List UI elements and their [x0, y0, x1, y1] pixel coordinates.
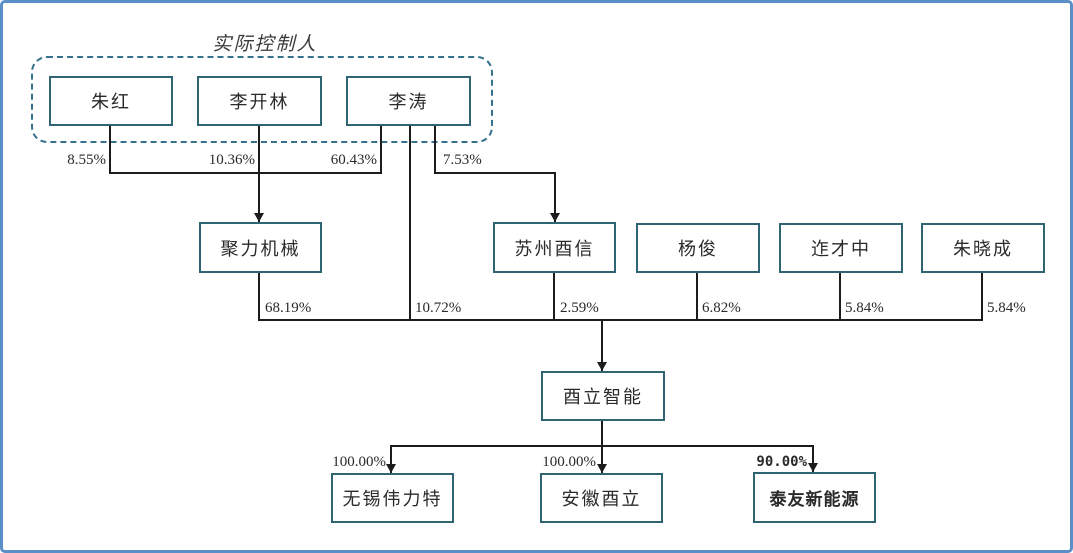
arrow-down-icon: [597, 464, 607, 473]
connector-line: [258, 126, 260, 222]
connector-line: [434, 172, 556, 174]
arrow-down-icon: [597, 362, 607, 371]
arrow-down-icon: [254, 213, 264, 222]
actual-controller-group-frame: [31, 56, 493, 143]
connector-line: [839, 273, 841, 320]
pct-youxin-to-youli: 2.59%: [560, 300, 599, 316]
connector-line: [601, 445, 603, 473]
pct-youli-to-taiyou: 90.00%: [756, 454, 807, 470]
pct-li-tao-to-youli: 10.72%: [415, 300, 462, 316]
node-zhu-xiaocheng: 朱晓成: [921, 223, 1045, 273]
pct-zhu-hong-to-juli: 8.55%: [67, 152, 106, 168]
node-anhui-youli: 安徽酉立: [540, 473, 663, 523]
connector-line: [812, 445, 814, 472]
pct-li-tao-to-youxin: 7.53%: [443, 152, 482, 168]
pct-li-tao-to-juli: 60.43%: [330, 152, 377, 168]
pct-ze-caizhong-to-youli: 5.84%: [845, 300, 884, 316]
connector-line: [258, 273, 260, 320]
actual-controller-title: 实际控制人: [212, 34, 318, 55]
pct-yang-jun-to-youli: 6.82%: [702, 300, 741, 316]
node-ze-caizhong: 迮才中: [779, 223, 903, 273]
connector-line: [553, 273, 555, 320]
node-taiyou-xinnengyuan: 泰友新能源: [753, 472, 876, 523]
connector-line: [390, 445, 392, 473]
connector-line: [696, 273, 698, 320]
connector-line: [981, 273, 983, 320]
arrow-down-icon: [386, 464, 396, 473]
pct-li-kailin-to-juli: 10.36%: [208, 152, 255, 168]
node-li-tao: 李涛: [346, 76, 471, 126]
node-yang-jun: 杨俊: [636, 223, 760, 273]
connector-line: [258, 319, 983, 321]
node-youli-zhineng: 酉立智能: [541, 371, 665, 421]
node-juli-jixie: 聚力机械: [199, 222, 322, 273]
arrow-down-icon: [550, 213, 560, 222]
connector-line: [109, 172, 382, 174]
connector-line: [601, 319, 603, 371]
connector-line: [434, 126, 436, 174]
connector-line: [601, 421, 603, 447]
pct-zhu-xiaocheng-to-youli: 5.84%: [987, 300, 1026, 316]
connector-line: [554, 172, 556, 222]
connector-line: [409, 126, 411, 321]
connector-line: [380, 126, 382, 174]
connector-line: [109, 126, 111, 174]
node-wuxi-weilite: 无锡伟力特: [331, 473, 454, 523]
pct-youli-to-anhui: 100.00%: [542, 454, 596, 470]
node-zhu-hong: 朱红: [49, 76, 173, 126]
pct-youli-to-weilite: 100.00%: [332, 454, 386, 470]
node-suzhou-youxin: 苏州酉信: [493, 222, 616, 273]
pct-juli-to-youli: 68.19%: [265, 300, 312, 316]
node-li-kailin: 李开林: [197, 76, 322, 126]
arrow-down-icon: [808, 463, 818, 472]
